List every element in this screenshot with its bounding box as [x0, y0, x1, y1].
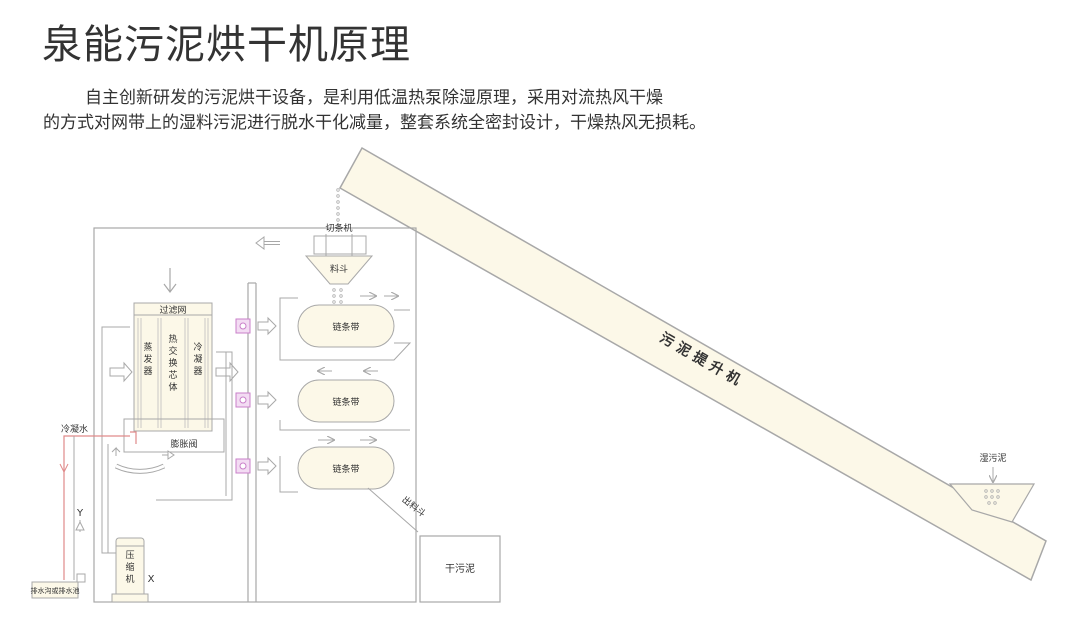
wet-sludge-dots: [984, 489, 1000, 505]
wet-sludge-hopper: [948, 483, 1036, 523]
condenser-label: 冷凝器: [193, 341, 202, 377]
intro-line-1: 自主创新研发的污泥烘干设备，是利用低温热泵除湿原理，采用对流热风干燥: [85, 88, 663, 108]
fan-top: [235, 318, 251, 334]
outlet-line: [367, 487, 419, 533]
heat-exchanger-label: 热交换芯体: [168, 333, 177, 393]
dry-sludge-box: [419, 535, 501, 603]
condensate-label: 冷凝水: [61, 423, 88, 435]
wet-sludge-label: 湿污泥: [979, 452, 1006, 464]
intro-paragraph: 自主创新研发的污泥烘干设备，是利用低温热泵除湿原理，采用对流热风干燥 的方式对网…: [43, 86, 863, 136]
flow-arrows: [318, 296, 398, 440]
valve-y-label: Y: [76, 508, 84, 519]
condensate-pipe: [63, 435, 130, 580]
air-guide-lines: [279, 297, 412, 493]
expansion-valve-label: 膨胀阀: [170, 438, 197, 450]
drain-label: 排水沟或排水池: [31, 586, 80, 595]
drain-pit-box: [31, 581, 79, 599]
lifter-belt: [338, 146, 1047, 582]
fan-middle: [235, 392, 251, 408]
dry-sludge-label: 干污泥: [445, 562, 475, 575]
chain-belt-2: [297, 379, 395, 423]
cutter-body: [313, 235, 367, 255]
page-title: 泉能污泥烘干机原理: [42, 22, 411, 68]
hopper-label: 料斗: [330, 263, 348, 275]
feed-dots: [336, 188, 340, 222]
intro-line-2: 的方式对网带上的湿料污泥进行脱水干化减量，整套系统全密封设计，干燥热风无损耗。: [43, 113, 706, 133]
dryer-housing: [93, 227, 417, 603]
heat-exchanger-unit: [133, 314, 213, 432]
chain-belt-1: [297, 304, 395, 348]
evaporator-label: 蒸发器: [143, 341, 152, 377]
chain-belt-3: [297, 446, 395, 490]
refrigerant-piping: [101, 326, 233, 554]
fan-bottom: [235, 458, 251, 474]
hopper-dots: [332, 288, 343, 304]
chain-belt-2-label: 链条带: [332, 396, 359, 408]
valve-x-label: X: [148, 574, 155, 585]
airflow-arrow-out: [215, 361, 239, 383]
chain-belt-3-label: 链条带: [332, 463, 359, 475]
outlet-hopper-label: 出料斗: [400, 494, 429, 520]
filter-label: 过滤网: [159, 304, 186, 316]
chain-belt-1-label: 链条带: [332, 321, 359, 333]
feed-hopper: [304, 255, 374, 285]
drain-valve: [76, 573, 86, 583]
compressor-label: 压缩机: [125, 550, 134, 585]
airflow-arrow-in: [109, 361, 133, 383]
cutter-label: 切条机: [325, 222, 352, 234]
